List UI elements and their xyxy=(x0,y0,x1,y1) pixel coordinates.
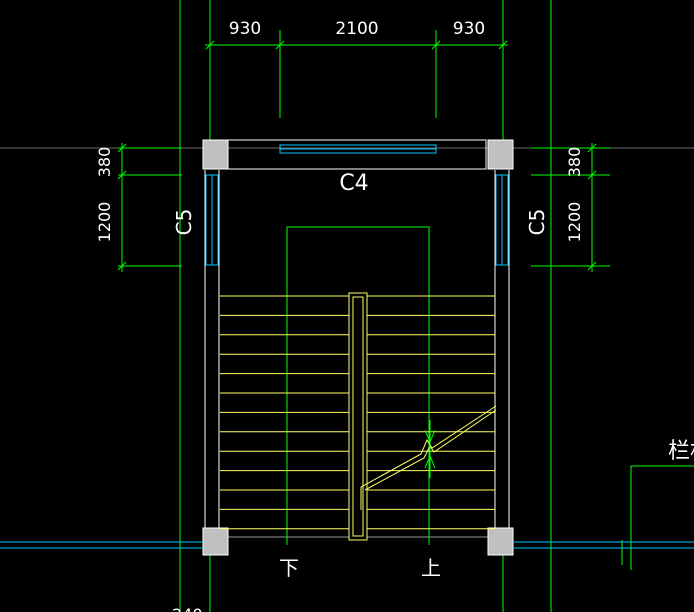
dimension-right-2: 1200 xyxy=(565,202,584,243)
dimension-top-3: 930 xyxy=(453,19,485,39)
up-label: 上 xyxy=(421,556,441,580)
column-bottom-left xyxy=(202,527,229,556)
window-c5-left xyxy=(205,174,219,266)
left-dimension-chain xyxy=(117,143,182,272)
handrail xyxy=(348,292,368,541)
column-top-left xyxy=(202,139,229,170)
window-label-c4: C4 xyxy=(339,171,368,196)
window-c5-right xyxy=(495,174,509,266)
partial-bottom-text: 240 xyxy=(172,605,203,612)
right-dimension-chain xyxy=(531,143,610,272)
landing-line xyxy=(286,226,430,545)
dimension-right-1: 380 xyxy=(565,147,584,178)
column-top-right xyxy=(487,139,514,170)
dimension-top-1: 930 xyxy=(229,19,261,39)
columns xyxy=(202,139,514,556)
top-dimension-chain xyxy=(205,30,508,118)
dimension-left-2: 1200 xyxy=(95,202,114,243)
partial-label: 栏杆 xyxy=(668,439,694,464)
window-label-c5-right: C5 xyxy=(525,209,549,236)
exterior-walls xyxy=(0,541,694,549)
column-bottom-right xyxy=(487,527,514,556)
down-label: 下 xyxy=(279,556,299,580)
dimension-top-2: 2100 xyxy=(335,19,378,39)
window-label-c5-left: C5 xyxy=(172,209,196,236)
window-c4 xyxy=(279,144,437,154)
dimension-left-1: 380 xyxy=(95,147,114,178)
break-arrow xyxy=(424,420,436,478)
